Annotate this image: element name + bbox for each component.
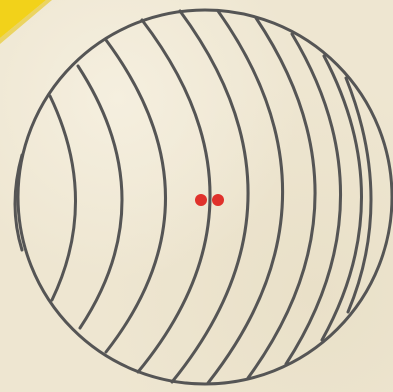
meridian-arcs	[15, 11, 371, 383]
meridian-arc	[106, 40, 166, 352]
meridian-arc	[286, 34, 341, 364]
red-dot-left	[195, 194, 207, 206]
meridian-arc	[78, 66, 122, 328]
red-dot-right	[212, 194, 224, 206]
meridian-arc	[50, 96, 76, 300]
